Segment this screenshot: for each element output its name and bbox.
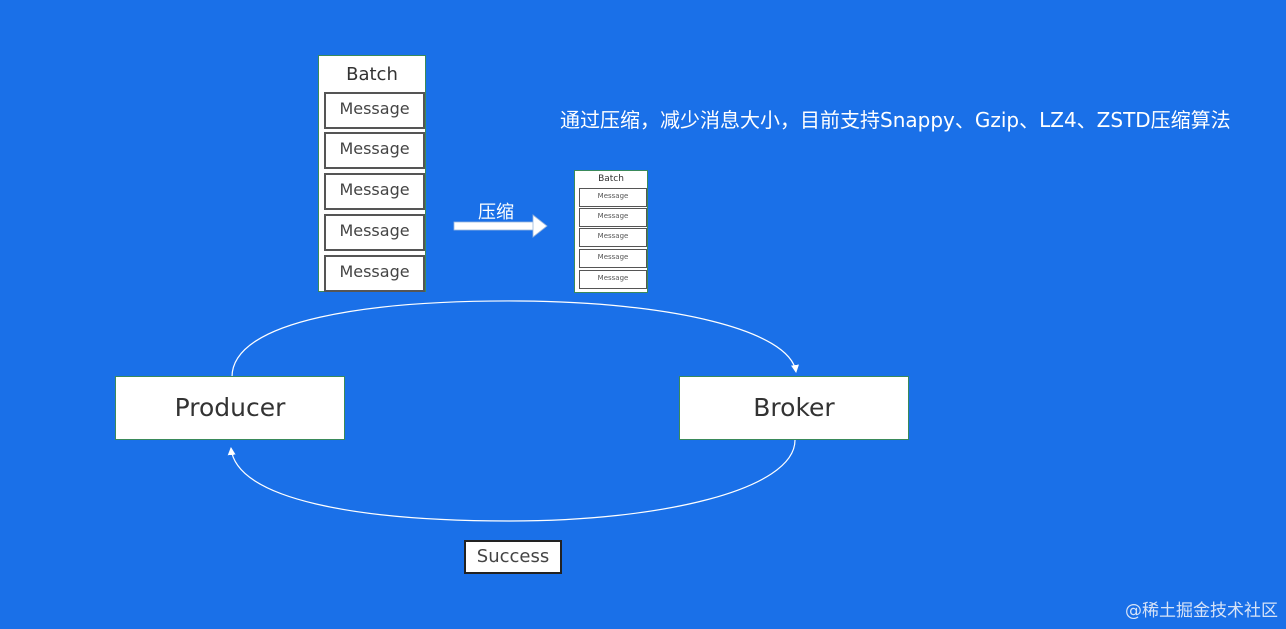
- batch-compressed: Batch Message Message Message Message Me…: [574, 170, 648, 293]
- watermark: @稀土掘金技术社区: [1125, 601, 1278, 621]
- message-box: Message: [324, 132, 425, 169]
- message-box: Message: [579, 270, 647, 289]
- ack-arc: [227, 439, 796, 522]
- success-label: Success: [464, 540, 562, 574]
- message-box: Message: [324, 214, 425, 251]
- batch-uncompressed: Batch Message Message Message Message Me…: [318, 55, 426, 292]
- compress-arrow: [453, 214, 548, 238]
- message-box: Message: [324, 255, 425, 292]
- message-box: Message: [579, 188, 647, 207]
- batch-title: Batch: [346, 64, 398, 85]
- message-box: Message: [579, 249, 647, 268]
- message-box: Message: [324, 173, 425, 210]
- compress-label: 压缩: [478, 202, 514, 223]
- message-box: Message: [579, 228, 647, 247]
- batch-title: Batch: [598, 174, 624, 184]
- compression-annotation: 通过压缩，减少消息大小，目前支持Snappy、Gzip、LZ4、ZSTD压缩算法: [560, 108, 1231, 132]
- send-arc: [231, 300, 799, 378]
- producer-node: Producer: [115, 376, 345, 440]
- message-box: Message: [324, 92, 425, 129]
- broker-node: Broker: [679, 376, 909, 440]
- message-box: Message: [579, 208, 647, 227]
